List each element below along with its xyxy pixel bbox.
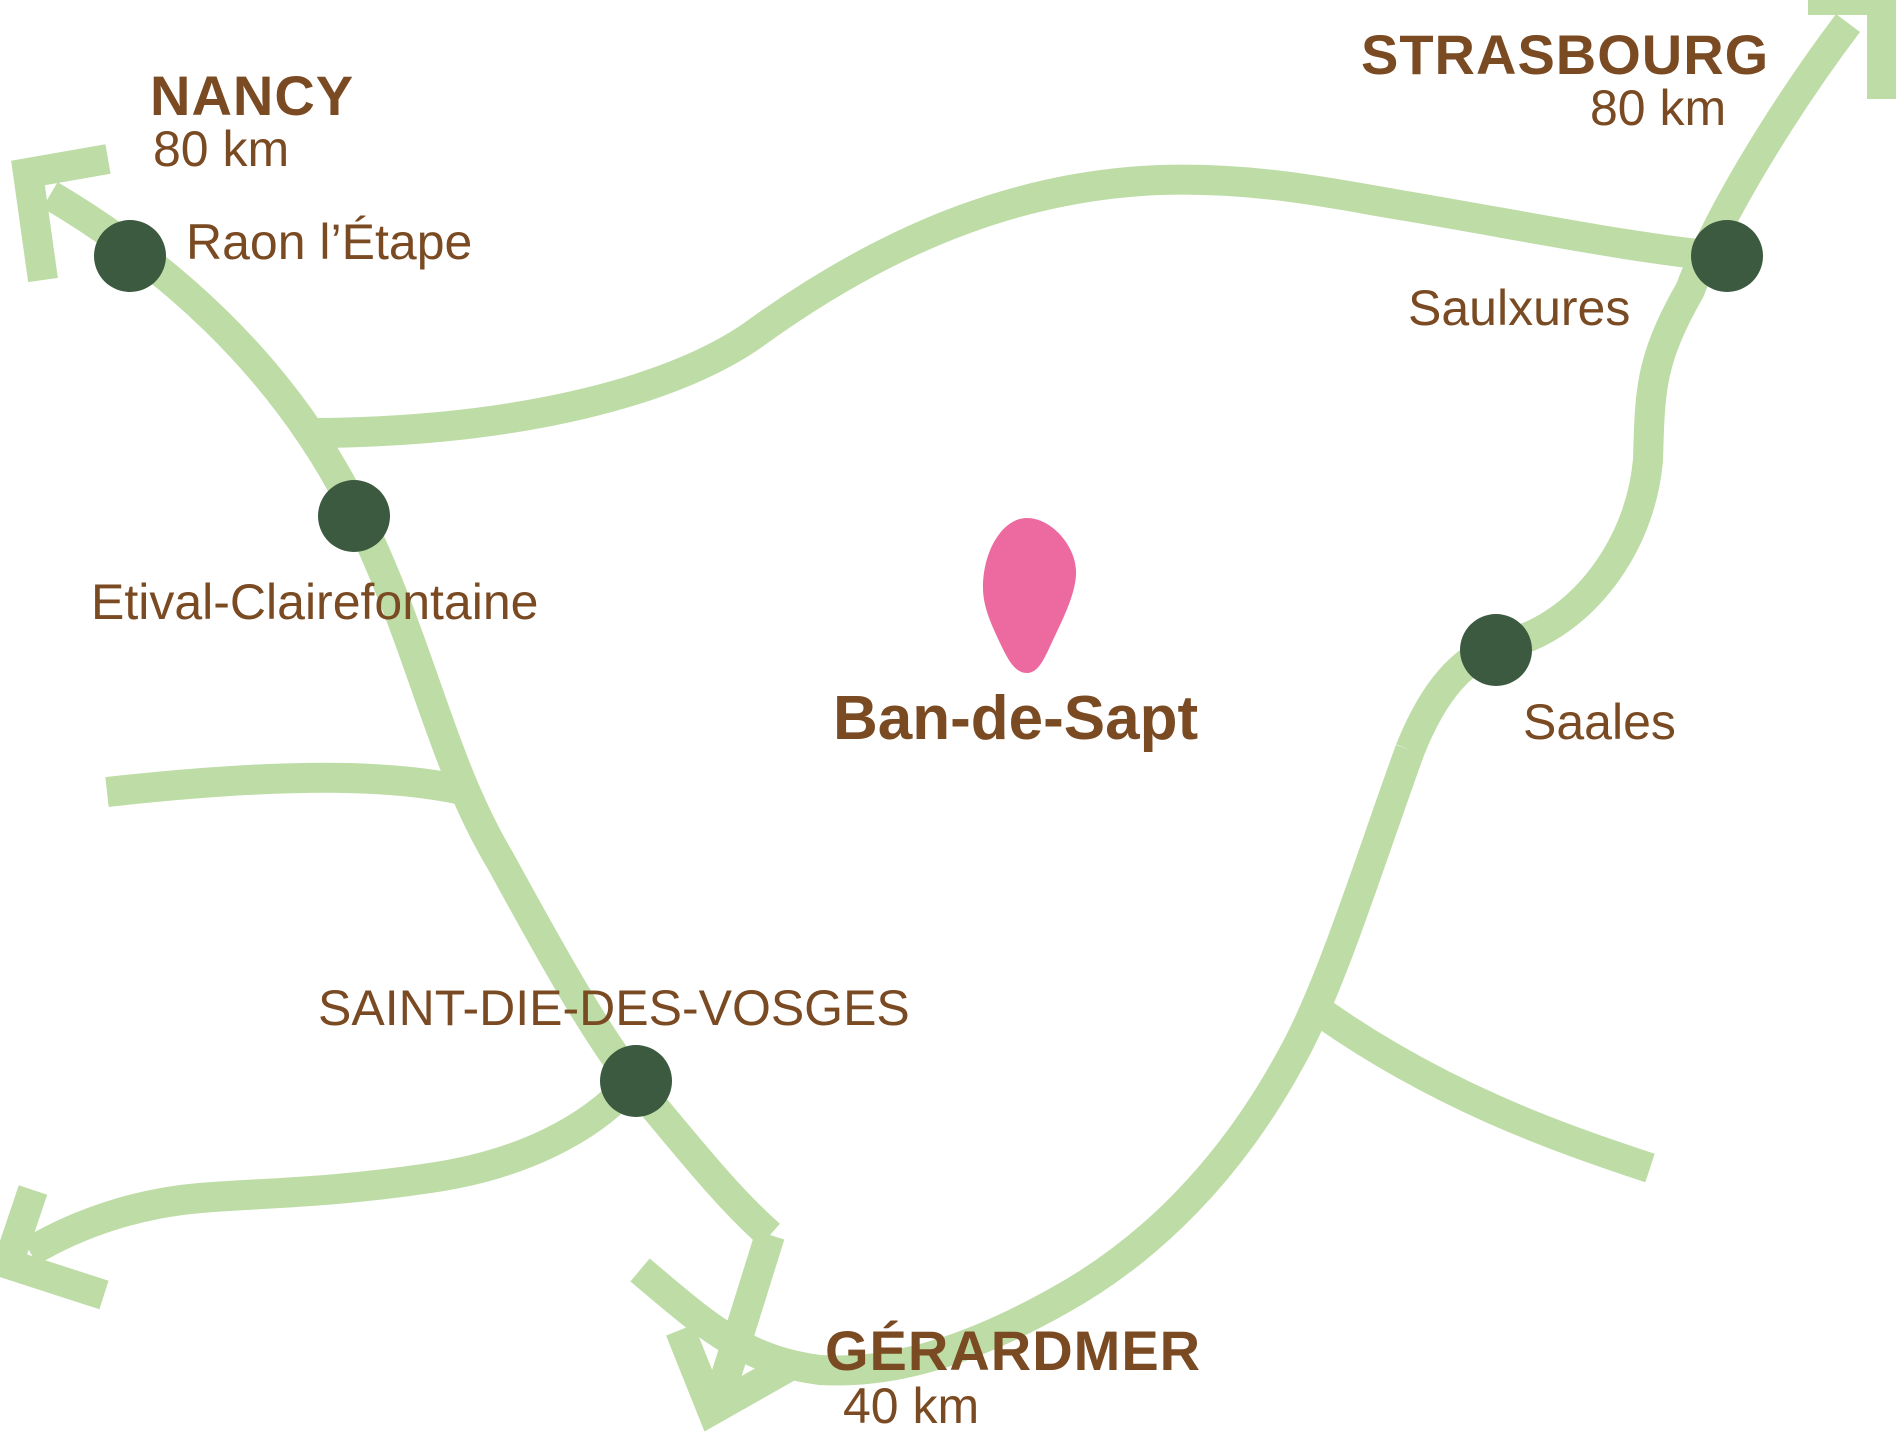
- destination-strasbourg-distance: 80 km: [1590, 80, 1727, 136]
- direction-arrow-icon: [1808, 0, 1896, 99]
- location-pin-icon: [983, 518, 1077, 673]
- road-saint-die-southwest: [22, 1071, 644, 1265]
- town-dot-icon: [318, 480, 390, 552]
- town-dot-icon: [1691, 220, 1763, 292]
- direction-arrow-icon: [666, 1324, 803, 1432]
- town-label-saales: Saales: [1523, 694, 1676, 750]
- road-gerardmer-south: [705, 1230, 785, 1400]
- center-label-ban-de-sapt: Ban-de-Sapt: [833, 684, 1199, 753]
- road-west-branch: [105, 762, 466, 807]
- direction-arrow-icon: [11, 144, 111, 283]
- destination-gerardmer: GÉRARDMER: [825, 1319, 1202, 1382]
- road-east-branch: [1316, 1002, 1655, 1183]
- destination-strasbourg: STRASBOURG: [1361, 23, 1770, 86]
- direction-arrow-icon: [0, 1185, 109, 1310]
- town-label-etival: Etival-Clairefontaine: [91, 574, 539, 630]
- destination-nancy-distance: 80 km: [153, 121, 290, 177]
- town-dot-icon: [1460, 614, 1532, 686]
- road-etival-strasbourg: [311, 164, 1730, 448]
- town-label-raon: Raon l’Étape: [186, 214, 473, 270]
- town-dot-icon: [94, 220, 166, 292]
- destination-nancy: NANCY: [150, 64, 355, 127]
- town-label-saint-die: SAINT-DIE-DES-VOSGES: [318, 980, 910, 1036]
- town-dot-icon: [600, 1045, 672, 1117]
- destination-gerardmer-distance: 40 km: [843, 1378, 980, 1434]
- town-label-saulxures: Saulxures: [1408, 280, 1631, 336]
